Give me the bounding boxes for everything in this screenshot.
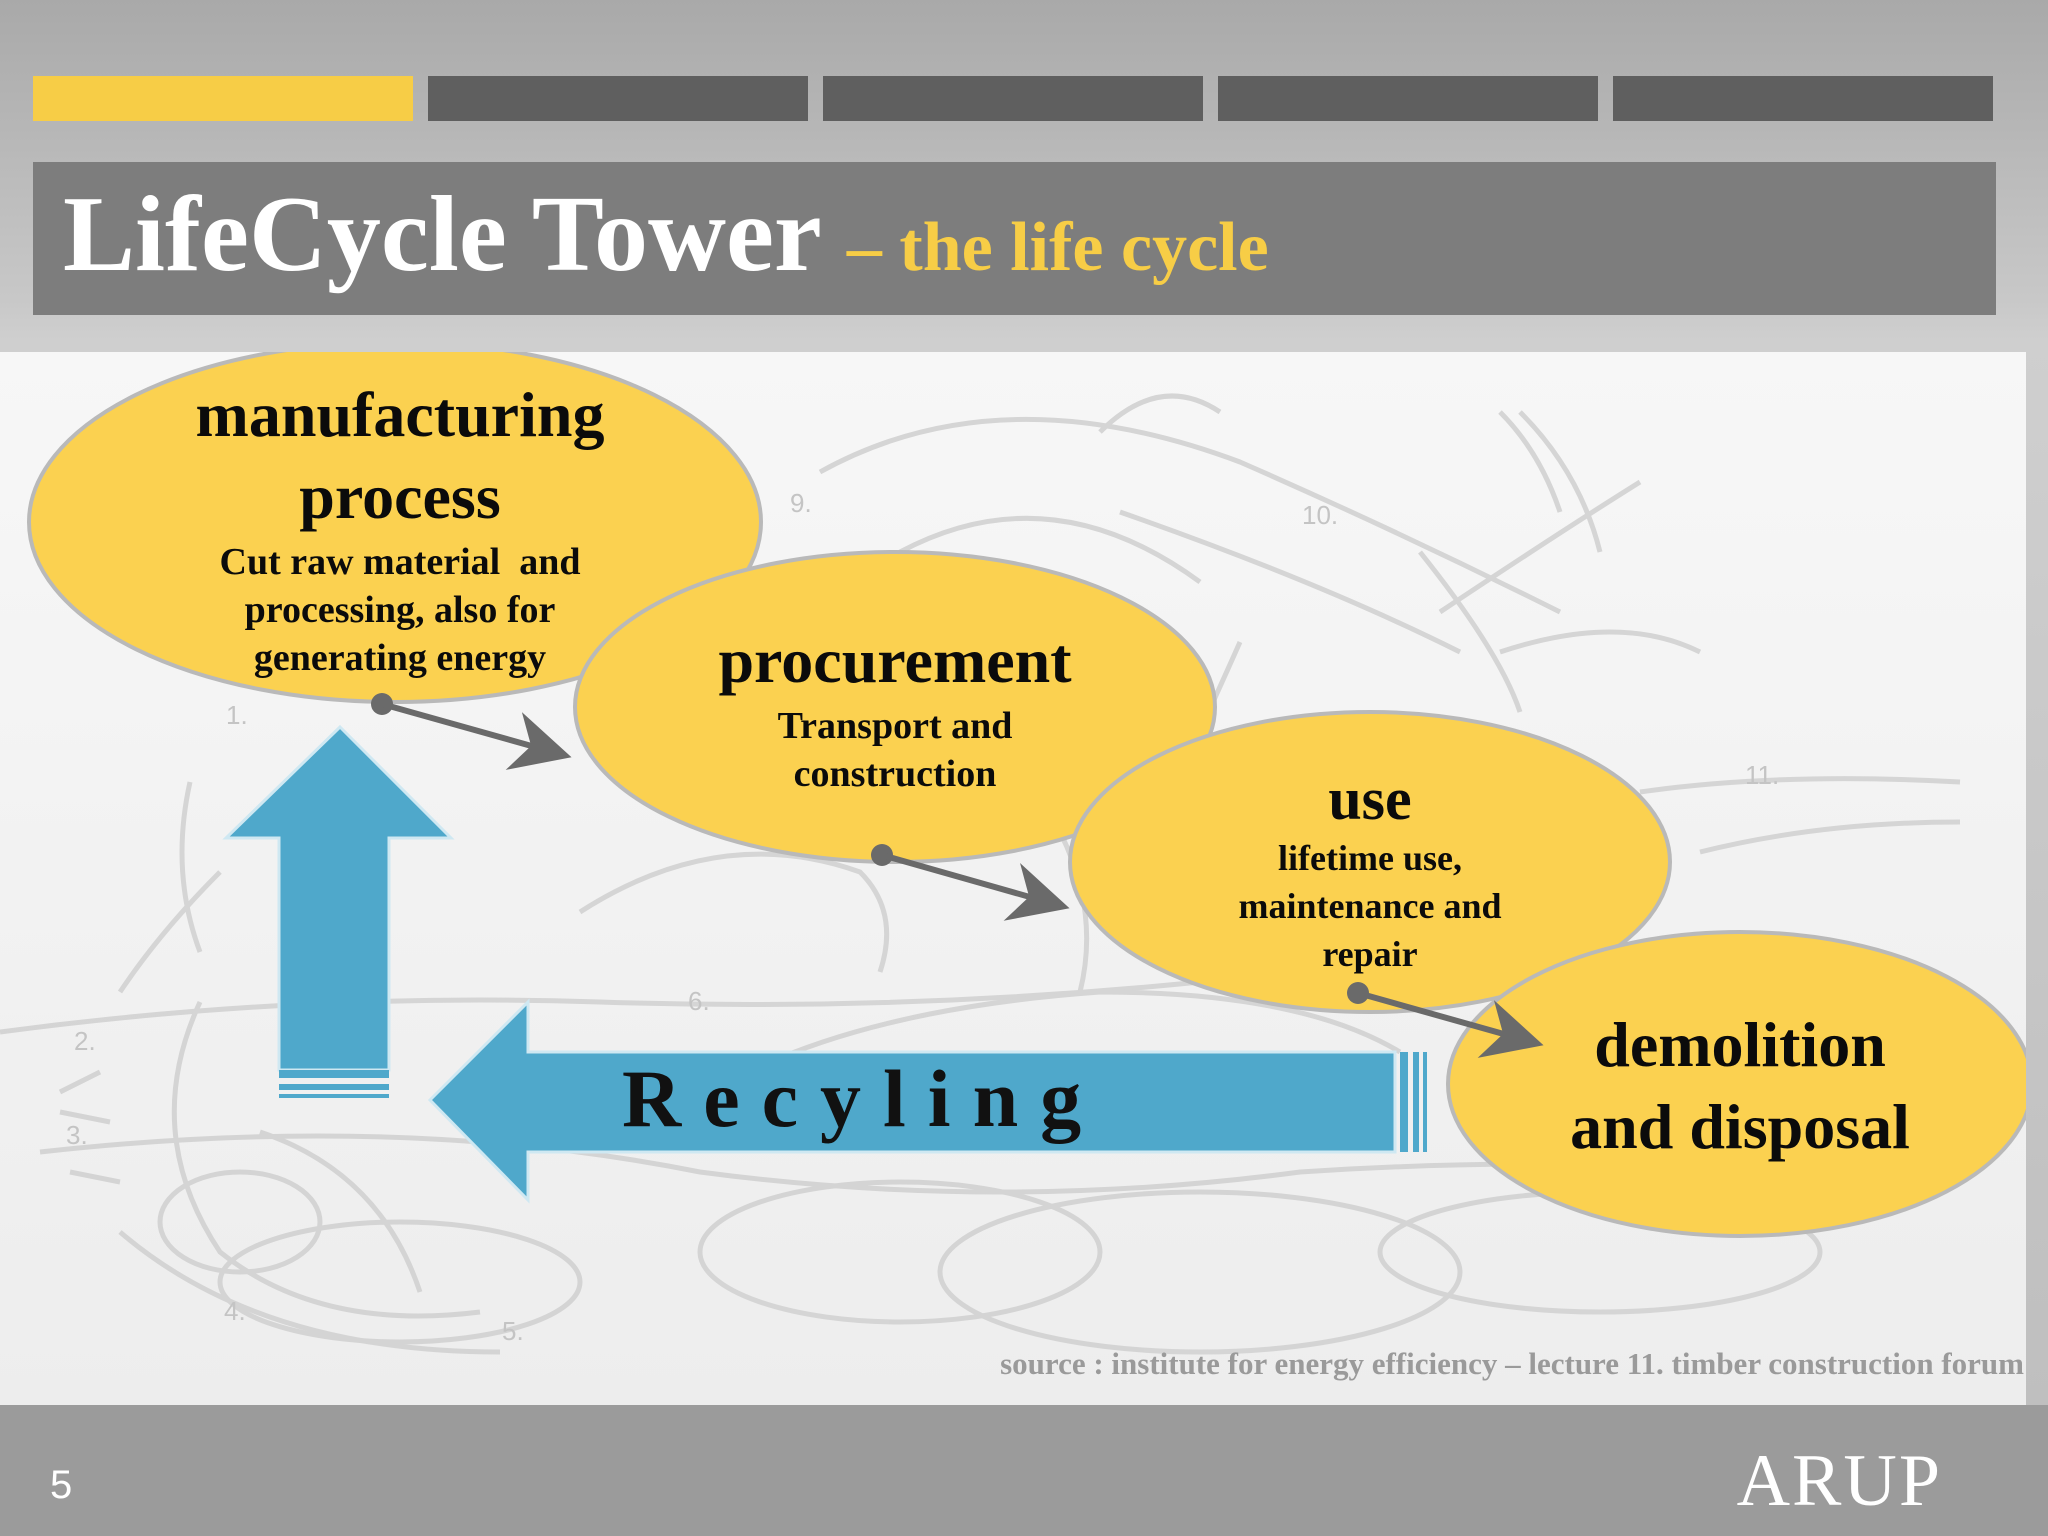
- life-cycle-diagram: 9. 10. 11. 1. 2. 3. 4. 5. 6.: [0, 352, 2026, 1405]
- progress-segment-3[interactable]: [823, 76, 1203, 121]
- illustration-label-4: 4.: [224, 1296, 246, 1326]
- arup-logo: ARUP: [1736, 1440, 1942, 1522]
- source-citation: source : institute for energy efficiency…: [1000, 1346, 2024, 1381]
- illustration-label-1: 1.: [226, 700, 248, 730]
- use-detail-2: maintenance and: [1238, 886, 1502, 926]
- procurement-heading: procurement: [718, 625, 1072, 696]
- recycling-label: Recyling: [622, 1053, 1104, 1144]
- connector-procurement-use: [871, 844, 1070, 921]
- background-illustration-labels: 9. 10. 11. 1. 2. 3. 4. 5. 6.: [66, 488, 1779, 1346]
- connector-manufacturing-procurement: [371, 693, 572, 770]
- recycling-left-arrow: [427, 998, 1427, 1204]
- illustration-label-6: 6.: [688, 986, 710, 1016]
- progress-indicator: [33, 76, 1993, 121]
- progress-segment-4[interactable]: [1218, 76, 1598, 121]
- use-heading: use: [1328, 766, 1412, 832]
- illustration-label-3: 3.: [66, 1120, 88, 1150]
- title-bar: LifeCycle Tower – the life cycle: [33, 162, 1996, 315]
- title-subtitle: – the life cycle: [846, 209, 1269, 286]
- procurement-detail-2: construction: [793, 753, 997, 795]
- manufacturing-heading-2: process: [299, 461, 501, 532]
- page-number: 5: [50, 1463, 73, 1507]
- use-detail-1: lifetime use,: [1278, 838, 1462, 878]
- manufacturing-detail-3: generating energy: [253, 637, 547, 679]
- manufacturing-bubble: [27, 352, 763, 704]
- procurement-detail-1: Transport and: [777, 705, 1013, 747]
- manufacturing-detail-2: processing, also for: [244, 589, 556, 631]
- demolition-heading-1: demolition: [1594, 1009, 1886, 1080]
- use-bubble: [1068, 710, 1672, 1014]
- use-detail-3: repair: [1322, 934, 1418, 974]
- demolition-stage-text: demolition and disposal: [1500, 1004, 1980, 1168]
- progress-segment-1[interactable]: [33, 76, 413, 121]
- illustration-label-2: 2.: [74, 1026, 96, 1056]
- title-text: LifeCycle Tower: [63, 175, 820, 294]
- slide-footer: 5 ARUP: [0, 1405, 2048, 1536]
- progress-segment-2[interactable]: [428, 76, 808, 121]
- connector-use-demolition: [1347, 982, 1544, 1058]
- manufacturing-detail-1: Cut raw material and: [219, 541, 581, 583]
- illustration-label-10: 10.: [1302, 500, 1338, 530]
- manufacturing-stage-text: manufacturing process Cut raw material a…: [120, 374, 680, 682]
- demolition-heading-2: and disposal: [1570, 1091, 1910, 1162]
- procurement-stage-text: procurement Transport and construction: [645, 620, 1145, 798]
- illustration-label-11: 11.: [1745, 760, 1779, 790]
- procurement-bubble: [573, 550, 1217, 864]
- demolition-bubble: [1446, 930, 2026, 1238]
- illustration-label-9: 9.: [790, 488, 812, 518]
- progress-segment-5[interactable]: [1613, 76, 1993, 121]
- manufacturing-heading-1: manufacturing: [195, 379, 605, 450]
- use-stage-text: use lifetime use, maintenance and repair: [1150, 764, 1590, 978]
- slide-title: LifeCycle Tower – the life cycle: [63, 175, 1269, 295]
- recycling-up-arrow: [222, 724, 455, 1098]
- illustration-label-5: 5.: [502, 1316, 524, 1346]
- diagram-area: 9. 10. 11. 1. 2. 3. 4. 5. 6.: [0, 352, 2026, 1405]
